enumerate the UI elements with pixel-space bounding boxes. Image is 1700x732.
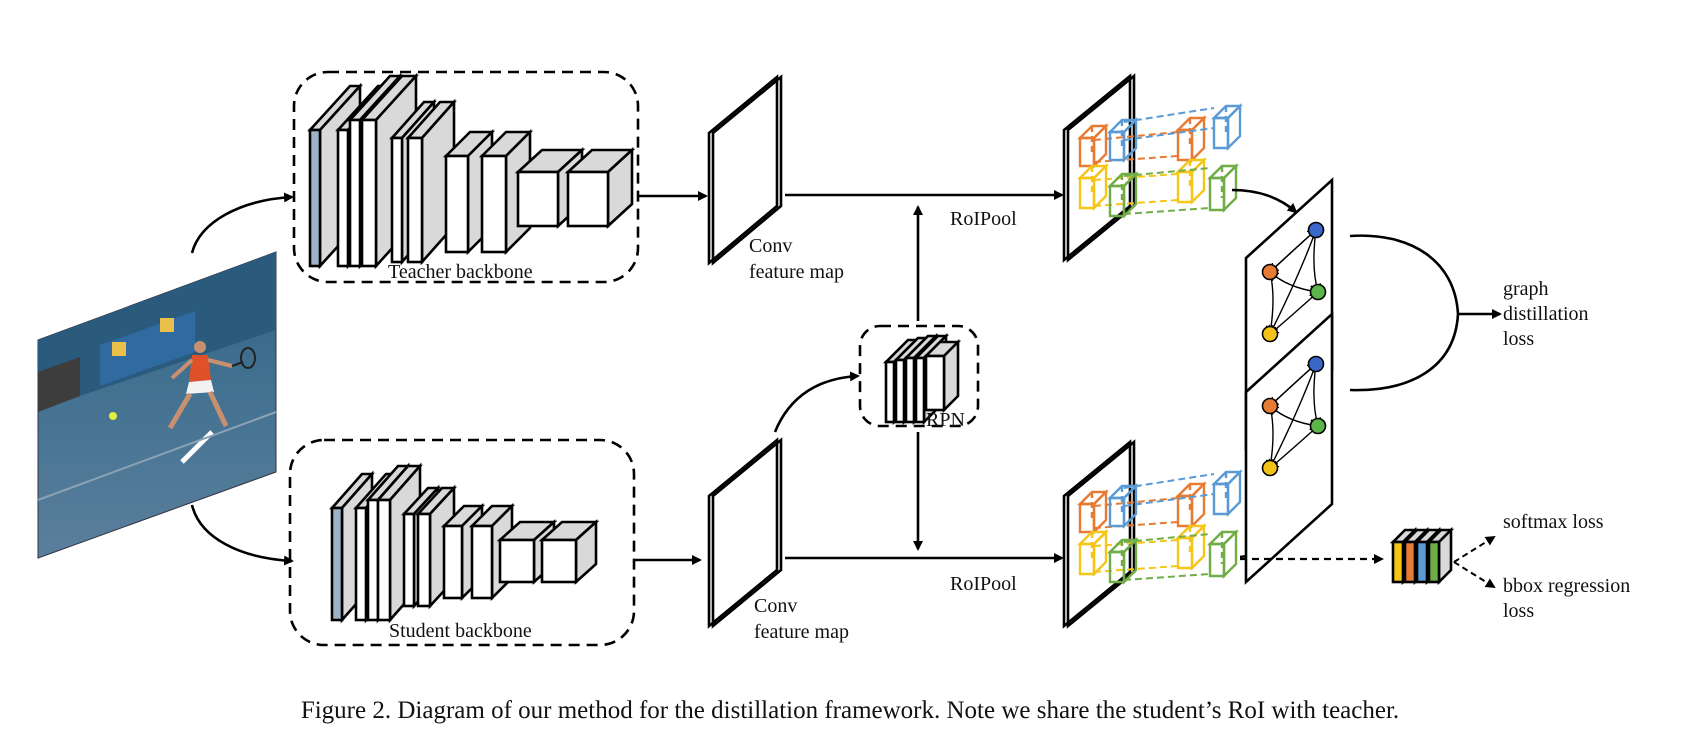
bbox-loss-label-2: loss [1503,600,1534,622]
student-backbone-label: Student backbone [389,620,532,642]
teacher-roi-yellow-b [1175,157,1207,205]
head-to-softmax-arrow [1453,535,1496,563]
teacher-backbone-label: Teacher backbone [388,261,533,283]
teacher-roi-to-graph-arrow [1231,188,1298,214]
rpn-module: RPN [858,324,980,431]
student-graph [1244,311,1334,585]
input-to-student-arrow [190,504,294,566]
student-graph-node-o [1261,397,1279,415]
student-conv-feature-map: Conv feature map [707,437,849,643]
graph-loss-label-3: loss [1503,328,1534,350]
teacher-conv-label-2: feature map [749,261,844,283]
student-roi-orange-b [1175,481,1207,529]
rpn-frame [858,324,980,428]
teacher-backbone: Teacher backbone [292,70,640,284]
input-to-teacher-arrow [190,192,294,254]
student-conv-label-1: Conv [754,595,797,617]
student-roipool-label: RoIPool [950,573,1017,595]
graph-loss-label-1: graph [1503,278,1549,300]
student-roi-green-b [1207,529,1239,579]
teacher-graph-node-gr [1309,283,1327,301]
teacher-graph-node-b [1307,221,1325,239]
graph-loss-bracket [1349,234,1460,392]
student-graph-node-gr [1309,417,1327,435]
teacher-roi-boxes [1077,103,1243,219]
student-roi-yellow-a [1077,529,1109,577]
rpn-label: RPN [926,409,965,431]
student-backbone-frame [288,438,636,647]
student-conv-to-rpn-arrow [773,371,860,433]
student-roi-blue-b [1211,469,1243,517]
detection-head [1389,526,1455,586]
teacher-graph-node-y [1261,325,1279,343]
teacher-layers [307,72,636,270]
bbox-loss-label-1: bbox regression [1503,575,1630,597]
teacher-graph-nodes [1261,221,1327,343]
teacher-layer-10 [564,147,636,229]
head-layer-4 [1425,526,1455,586]
student-roi-boxes [1077,469,1243,585]
teacher-graph-node-o [1261,263,1279,281]
figure-caption: Figure 2. Diagram of our method for the … [301,697,1399,724]
student-roi-yellow-b [1175,523,1207,571]
teacher-roi-features [1062,73,1243,263]
teacher-roipool-label: RoIPool [950,208,1017,230]
student-layer-10 [538,519,600,585]
graph-loss-label-2: distillation [1503,303,1589,325]
student-graph-node-y [1261,459,1279,477]
student-layers [329,462,600,624]
teacher-graph-edge-3 [1270,229,1317,334]
student-backbone: Student backbone [288,438,636,647]
input-image [37,251,277,559]
head-to-bbox-arrow [1453,561,1496,589]
teacher-conv-feature-map: Conv feature map [707,74,844,283]
student-conv-label-2: feature map [754,621,849,643]
rpn-layer-5 [922,338,962,414]
student-roi-features [1062,439,1243,629]
rpn-layers [882,332,962,426]
student-graph-node-b [1307,355,1325,373]
student-graph-edge-3 [1270,363,1317,468]
teacher-conv-label-1: Conv [749,235,792,257]
softmax-loss-label: softmax loss [1503,511,1604,533]
teacher-backbone-frame [292,70,640,284]
teacher-roi-yellow-a [1077,163,1109,211]
teacher-roi-green-b [1207,163,1239,213]
teacher-roi-orange-b [1175,115,1207,163]
student-graph-nodes [1261,355,1327,477]
teacher-roi-blue-b [1211,103,1243,151]
